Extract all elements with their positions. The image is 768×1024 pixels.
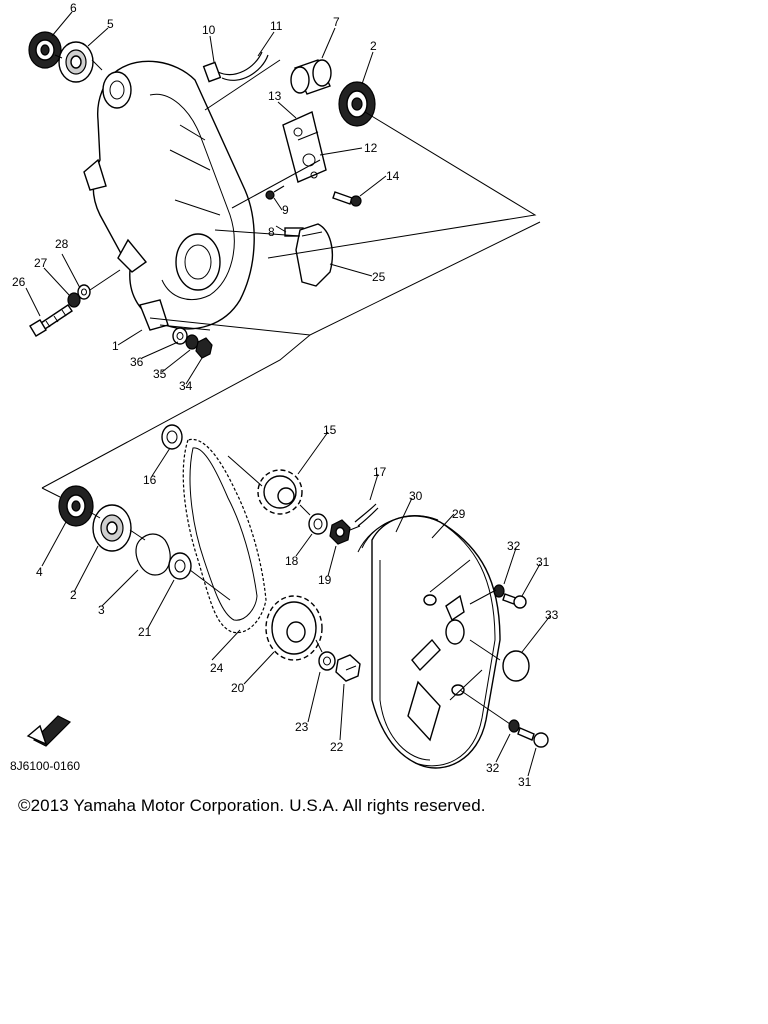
chaincase-cover-29: [357, 515, 501, 769]
washer-36: [172, 327, 188, 345]
circlip-3: [135, 533, 171, 576]
callout-11: 11: [270, 19, 283, 33]
callout-17: 17: [373, 465, 387, 479]
callout-3: 3: [98, 603, 105, 617]
fitting-10: [202, 51, 269, 83]
callout-26: 26: [12, 275, 26, 289]
copyright-notice: ©2013 Yamaha Motor Corporation. U.S.A. A…: [18, 796, 486, 815]
collar-21: [168, 552, 192, 580]
damper-25: [295, 223, 334, 287]
drive-chain-24: [182, 438, 267, 634]
bearing-2-lower: [92, 504, 132, 552]
callout-20: 20: [231, 681, 245, 695]
callout-24: 24: [210, 661, 224, 675]
callout-2: 2: [370, 39, 377, 53]
callout-4: 4: [36, 565, 43, 579]
collar-7: [290, 59, 332, 95]
assembly-lines-upper: [41, 54, 541, 489]
callout-leaders: [25, 11, 551, 777]
screw-9: [265, 185, 285, 200]
callout-5: 5: [107, 17, 114, 31]
parts-exploded-diagram: 6 5 10 11 7 2 13 12 14 9 8 25 28 27 26 1…: [10, 1, 559, 789]
callout-13: 13: [268, 89, 282, 103]
callout-9: 9: [282, 203, 289, 217]
callout-31-upper: 31: [536, 555, 550, 569]
washer-32-lower: [508, 719, 520, 733]
bearing-16: [161, 424, 183, 450]
callout-18: 18: [285, 554, 299, 568]
callout-14: 14: [386, 169, 400, 183]
callout-33: 33: [545, 608, 559, 622]
washer-35: [185, 334, 199, 350]
callout-30: 30: [409, 489, 423, 503]
callout-22: 22: [330, 740, 344, 754]
bolt-26: [29, 304, 73, 337]
callout-7: 7: [333, 15, 340, 29]
callout-35: 35: [153, 367, 167, 381]
callout-8: 8: [268, 225, 275, 239]
callout-29: 29: [452, 507, 466, 521]
bolt-31-upper: [502, 593, 527, 609]
callout-34: 34: [179, 379, 193, 393]
sprocket-20: [265, 595, 323, 661]
callout-2-lower: 2: [70, 588, 77, 602]
cotter-pin-17: [354, 503, 379, 527]
washer-32-upper: [493, 584, 505, 598]
callout-28: 28: [55, 237, 69, 251]
sprocket-15: [257, 469, 303, 515]
bearing-2-upper: [338, 81, 376, 127]
front-arrow-icon: [26, 715, 72, 747]
cap-33: [502, 650, 530, 682]
callout-25: 25: [372, 270, 386, 284]
washer-27: [67, 292, 81, 308]
washer-18: [308, 513, 328, 535]
callout-31-lower: 31: [518, 775, 532, 789]
callout-32-lower: 32: [486, 761, 500, 775]
nut-22: [335, 654, 361, 682]
callout-32-upper: 32: [507, 539, 521, 553]
bolt-31-lower: [517, 727, 549, 748]
callout-12: 12: [364, 141, 378, 155]
callout-21: 21: [138, 625, 152, 639]
callout-10: 10: [202, 23, 216, 37]
callout-27: 27: [34, 256, 48, 270]
washer-28: [77, 284, 91, 300]
callout-labels: 6 5 10 11 7 2 13 12 14 9 8 25 28 27 26 1…: [10, 1, 559, 789]
bolt-14: [332, 191, 362, 207]
callout-15: 15: [323, 423, 337, 437]
callout-36: 36: [130, 355, 144, 369]
assembly-lines-lower: [41, 455, 511, 725]
callout-23: 23: [295, 720, 309, 734]
callout-19: 19: [318, 573, 332, 587]
nut-19: [329, 519, 351, 545]
nut-34: [195, 337, 213, 359]
callout-1: 1: [112, 339, 119, 353]
bearing-5: [58, 41, 94, 83]
callout-6: 6: [70, 1, 77, 15]
chaincase-housing: [83, 60, 255, 331]
bearing-6: [28, 31, 62, 69]
plate-13: [282, 111, 327, 183]
washer-23: [318, 651, 336, 671]
diagram-code: 8J6100-0160: [10, 759, 80, 773]
callout-16: 16: [143, 473, 157, 487]
bearing-4: [58, 485, 94, 527]
